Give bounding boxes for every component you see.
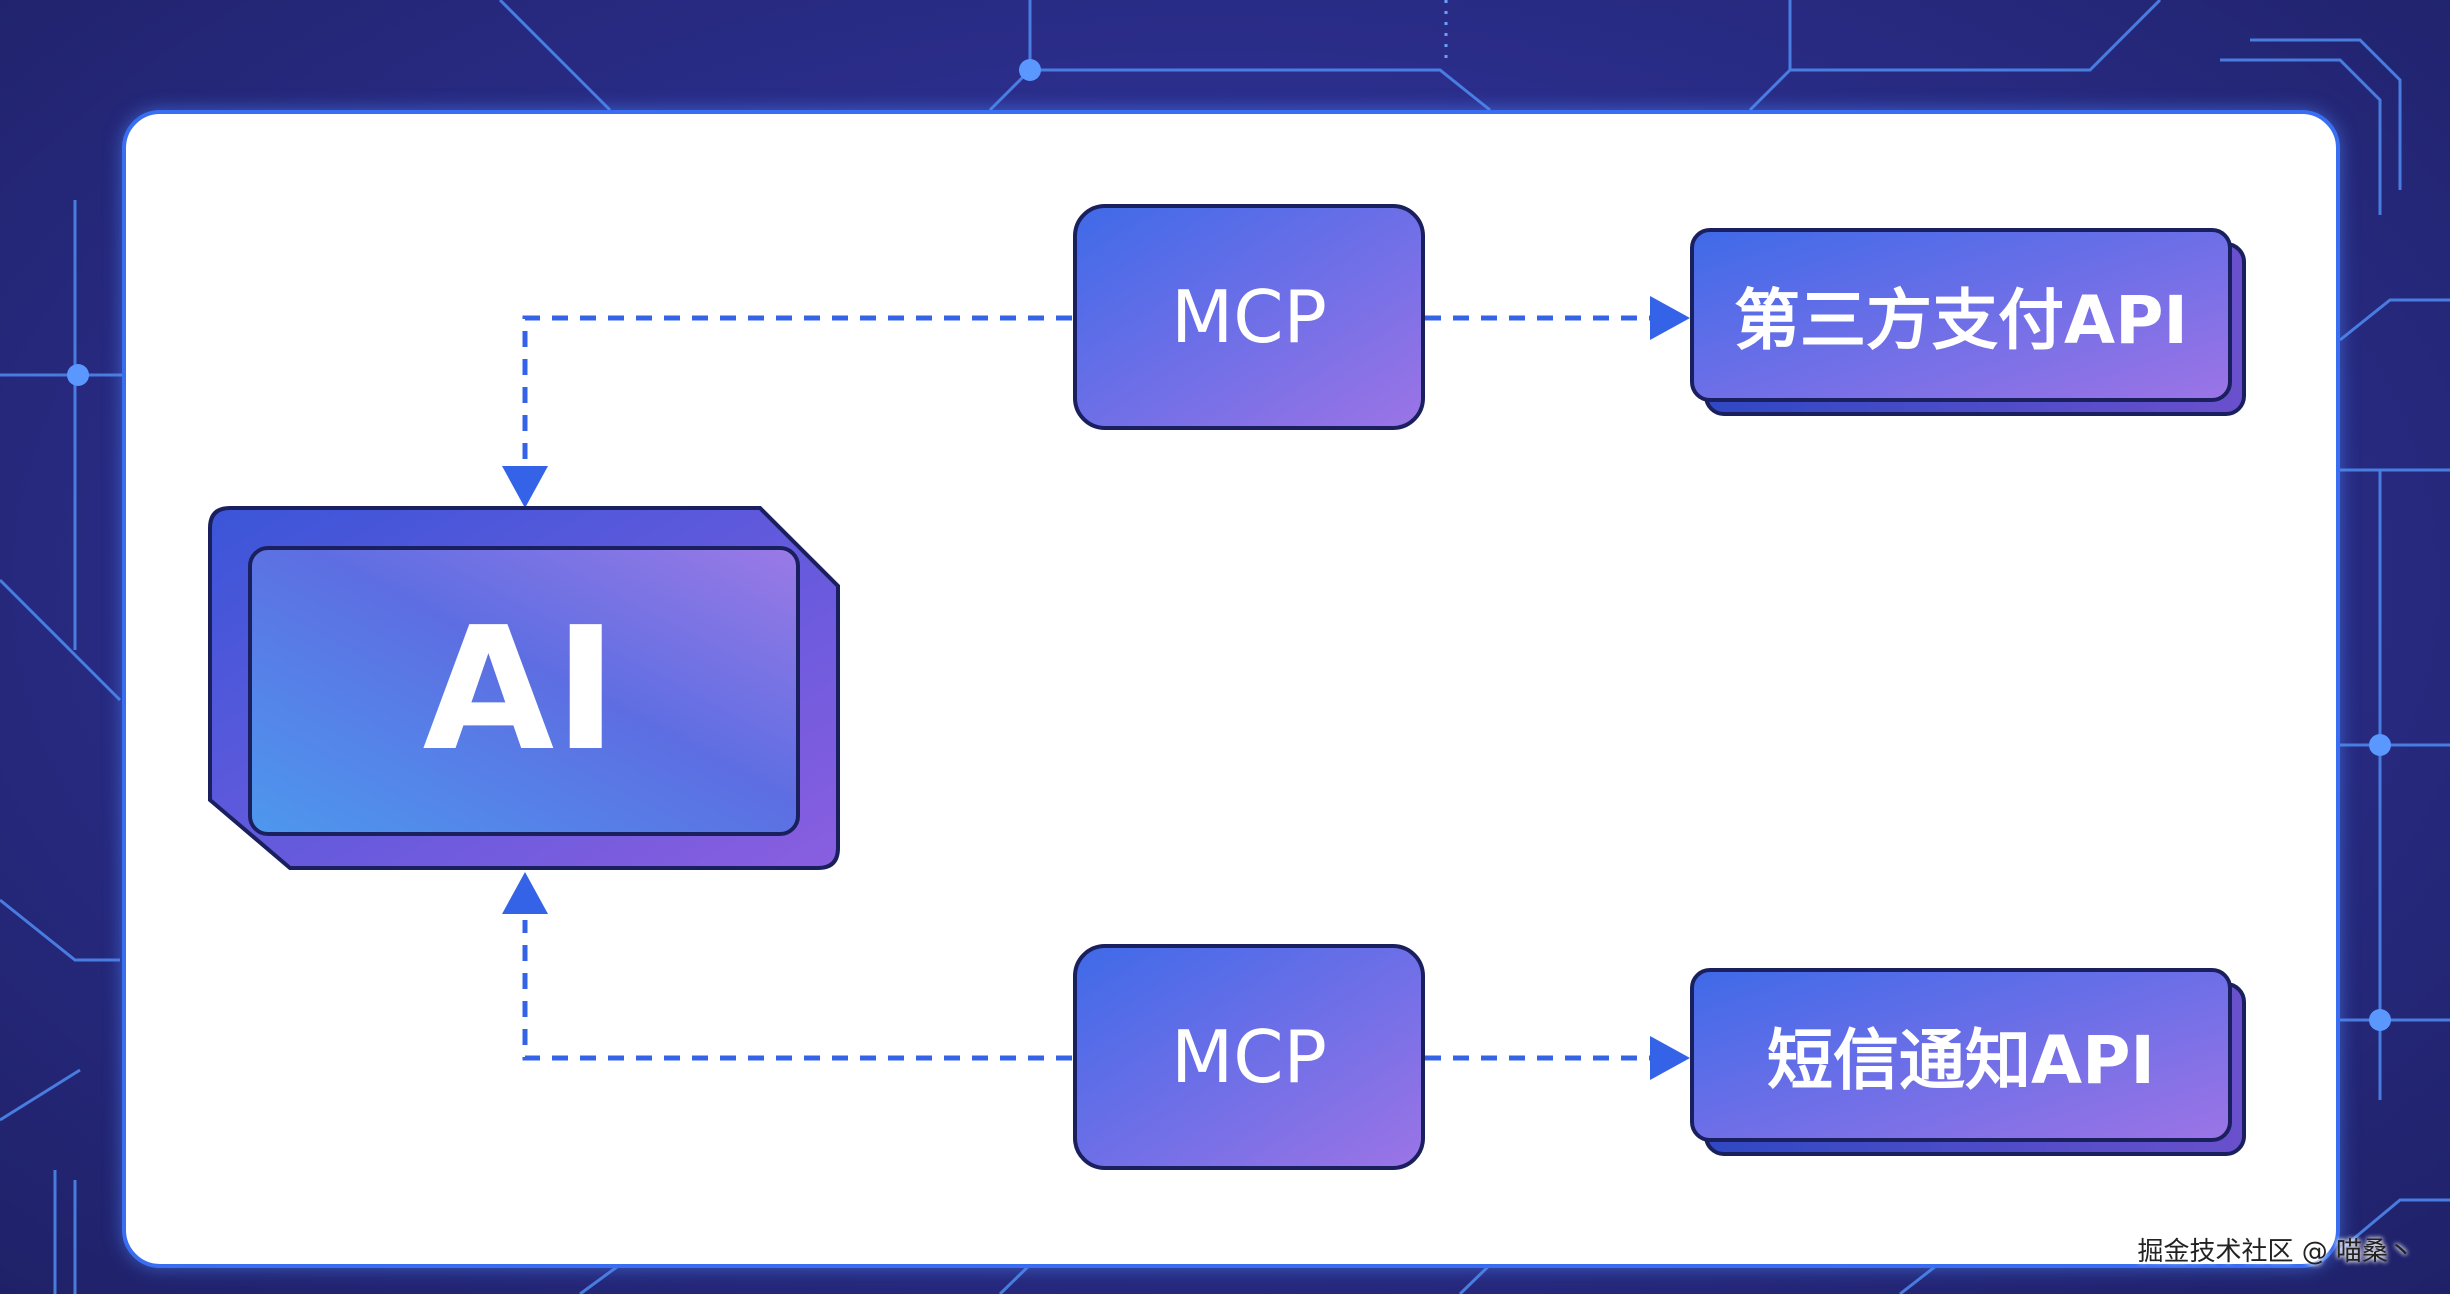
arrowhead-down-icon xyxy=(502,466,548,508)
sms-api-label: 短信通知API xyxy=(1766,1022,2155,1099)
arrowhead-right-icon xyxy=(1650,1036,1690,1080)
arrowhead-up-icon xyxy=(502,872,548,914)
payment-api-label: 第三方支付API xyxy=(1733,282,2188,359)
connector-mcp2-to-ai xyxy=(522,920,1072,1061)
ai-node xyxy=(248,546,800,836)
ai-node-label: AI xyxy=(422,591,618,789)
connector-mcp1-to-ai xyxy=(522,315,1072,470)
arrowhead-right-icon xyxy=(1650,296,1690,340)
mcp-node-2 xyxy=(1073,944,1425,1170)
mcp-node-1 xyxy=(1073,204,1425,430)
mcp-node-1-label: MCP xyxy=(1171,275,1327,359)
api-node-1 xyxy=(1690,228,2232,402)
mcp-node-2-label: MCP xyxy=(1171,1015,1327,1099)
watermark: 掘金技术社区 @ 喵桑丶 xyxy=(2137,1237,2414,1267)
api-node-2 xyxy=(1690,968,2232,1142)
